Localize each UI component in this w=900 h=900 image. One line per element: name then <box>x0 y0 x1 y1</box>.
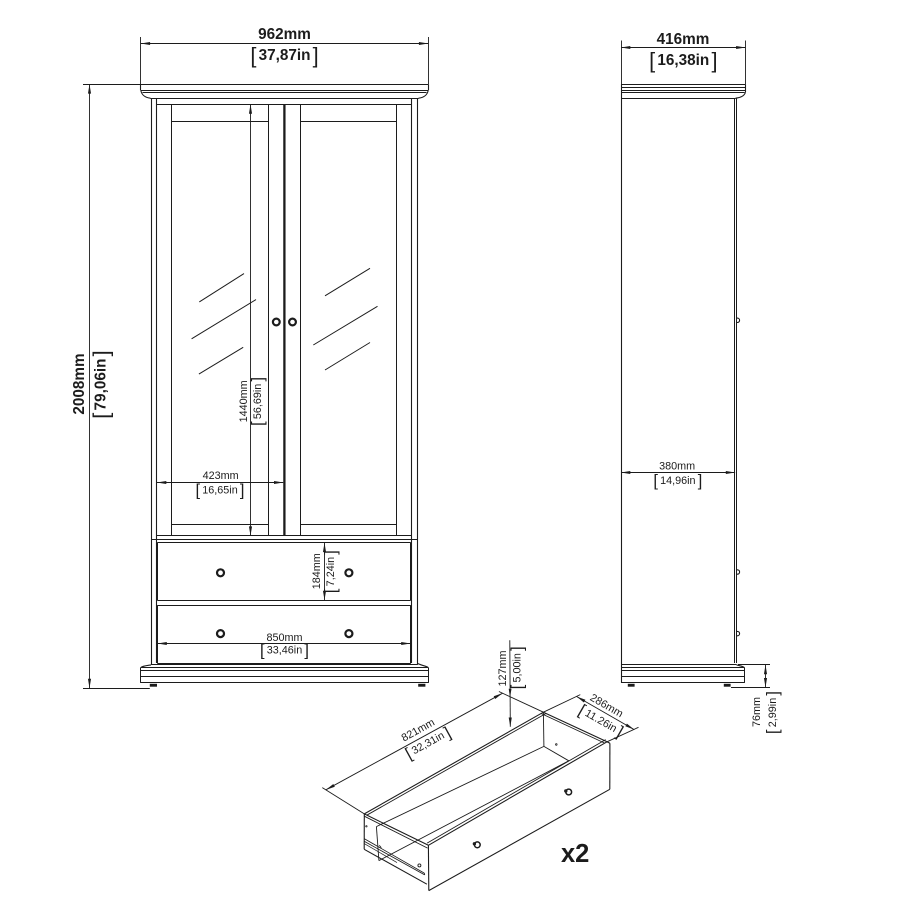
svg-text:423mm: 423mm <box>203 470 239 482</box>
svg-text:416mm: 416mm <box>657 31 710 48</box>
svg-text:x2: x2 <box>561 840 589 868</box>
svg-text:2008mm: 2008mm <box>71 353 88 414</box>
svg-text:380mm: 380mm <box>659 461 695 473</box>
svg-text:1440mm: 1440mm <box>238 380 250 422</box>
svg-text:[2,99in]: [2,99in] <box>764 691 782 734</box>
svg-text:850mm: 850mm <box>266 632 302 644</box>
svg-text:[56,69in]: [56,69in] <box>249 377 267 426</box>
svg-text:[7,24in]: [7,24in] <box>322 550 340 593</box>
svg-text:[79,06in]: [79,06in] <box>88 350 113 418</box>
svg-text:[16,65in]: [16,65in] <box>196 482 245 500</box>
svg-text:127mm: 127mm <box>497 650 509 686</box>
svg-text:[16,38in]: [16,38in] <box>649 48 717 73</box>
svg-text:[5,00in]: [5,00in] <box>509 646 527 689</box>
svg-text:76mm: 76mm <box>751 697 763 727</box>
svg-text:184mm: 184mm <box>311 553 323 589</box>
svg-text:[14,96in]: [14,96in] <box>653 472 702 490</box>
svg-text:962mm: 962mm <box>258 26 311 43</box>
svg-text:[33,46in]: [33,46in] <box>260 642 309 660</box>
svg-text:[37,87in]: [37,87in] <box>250 43 318 68</box>
